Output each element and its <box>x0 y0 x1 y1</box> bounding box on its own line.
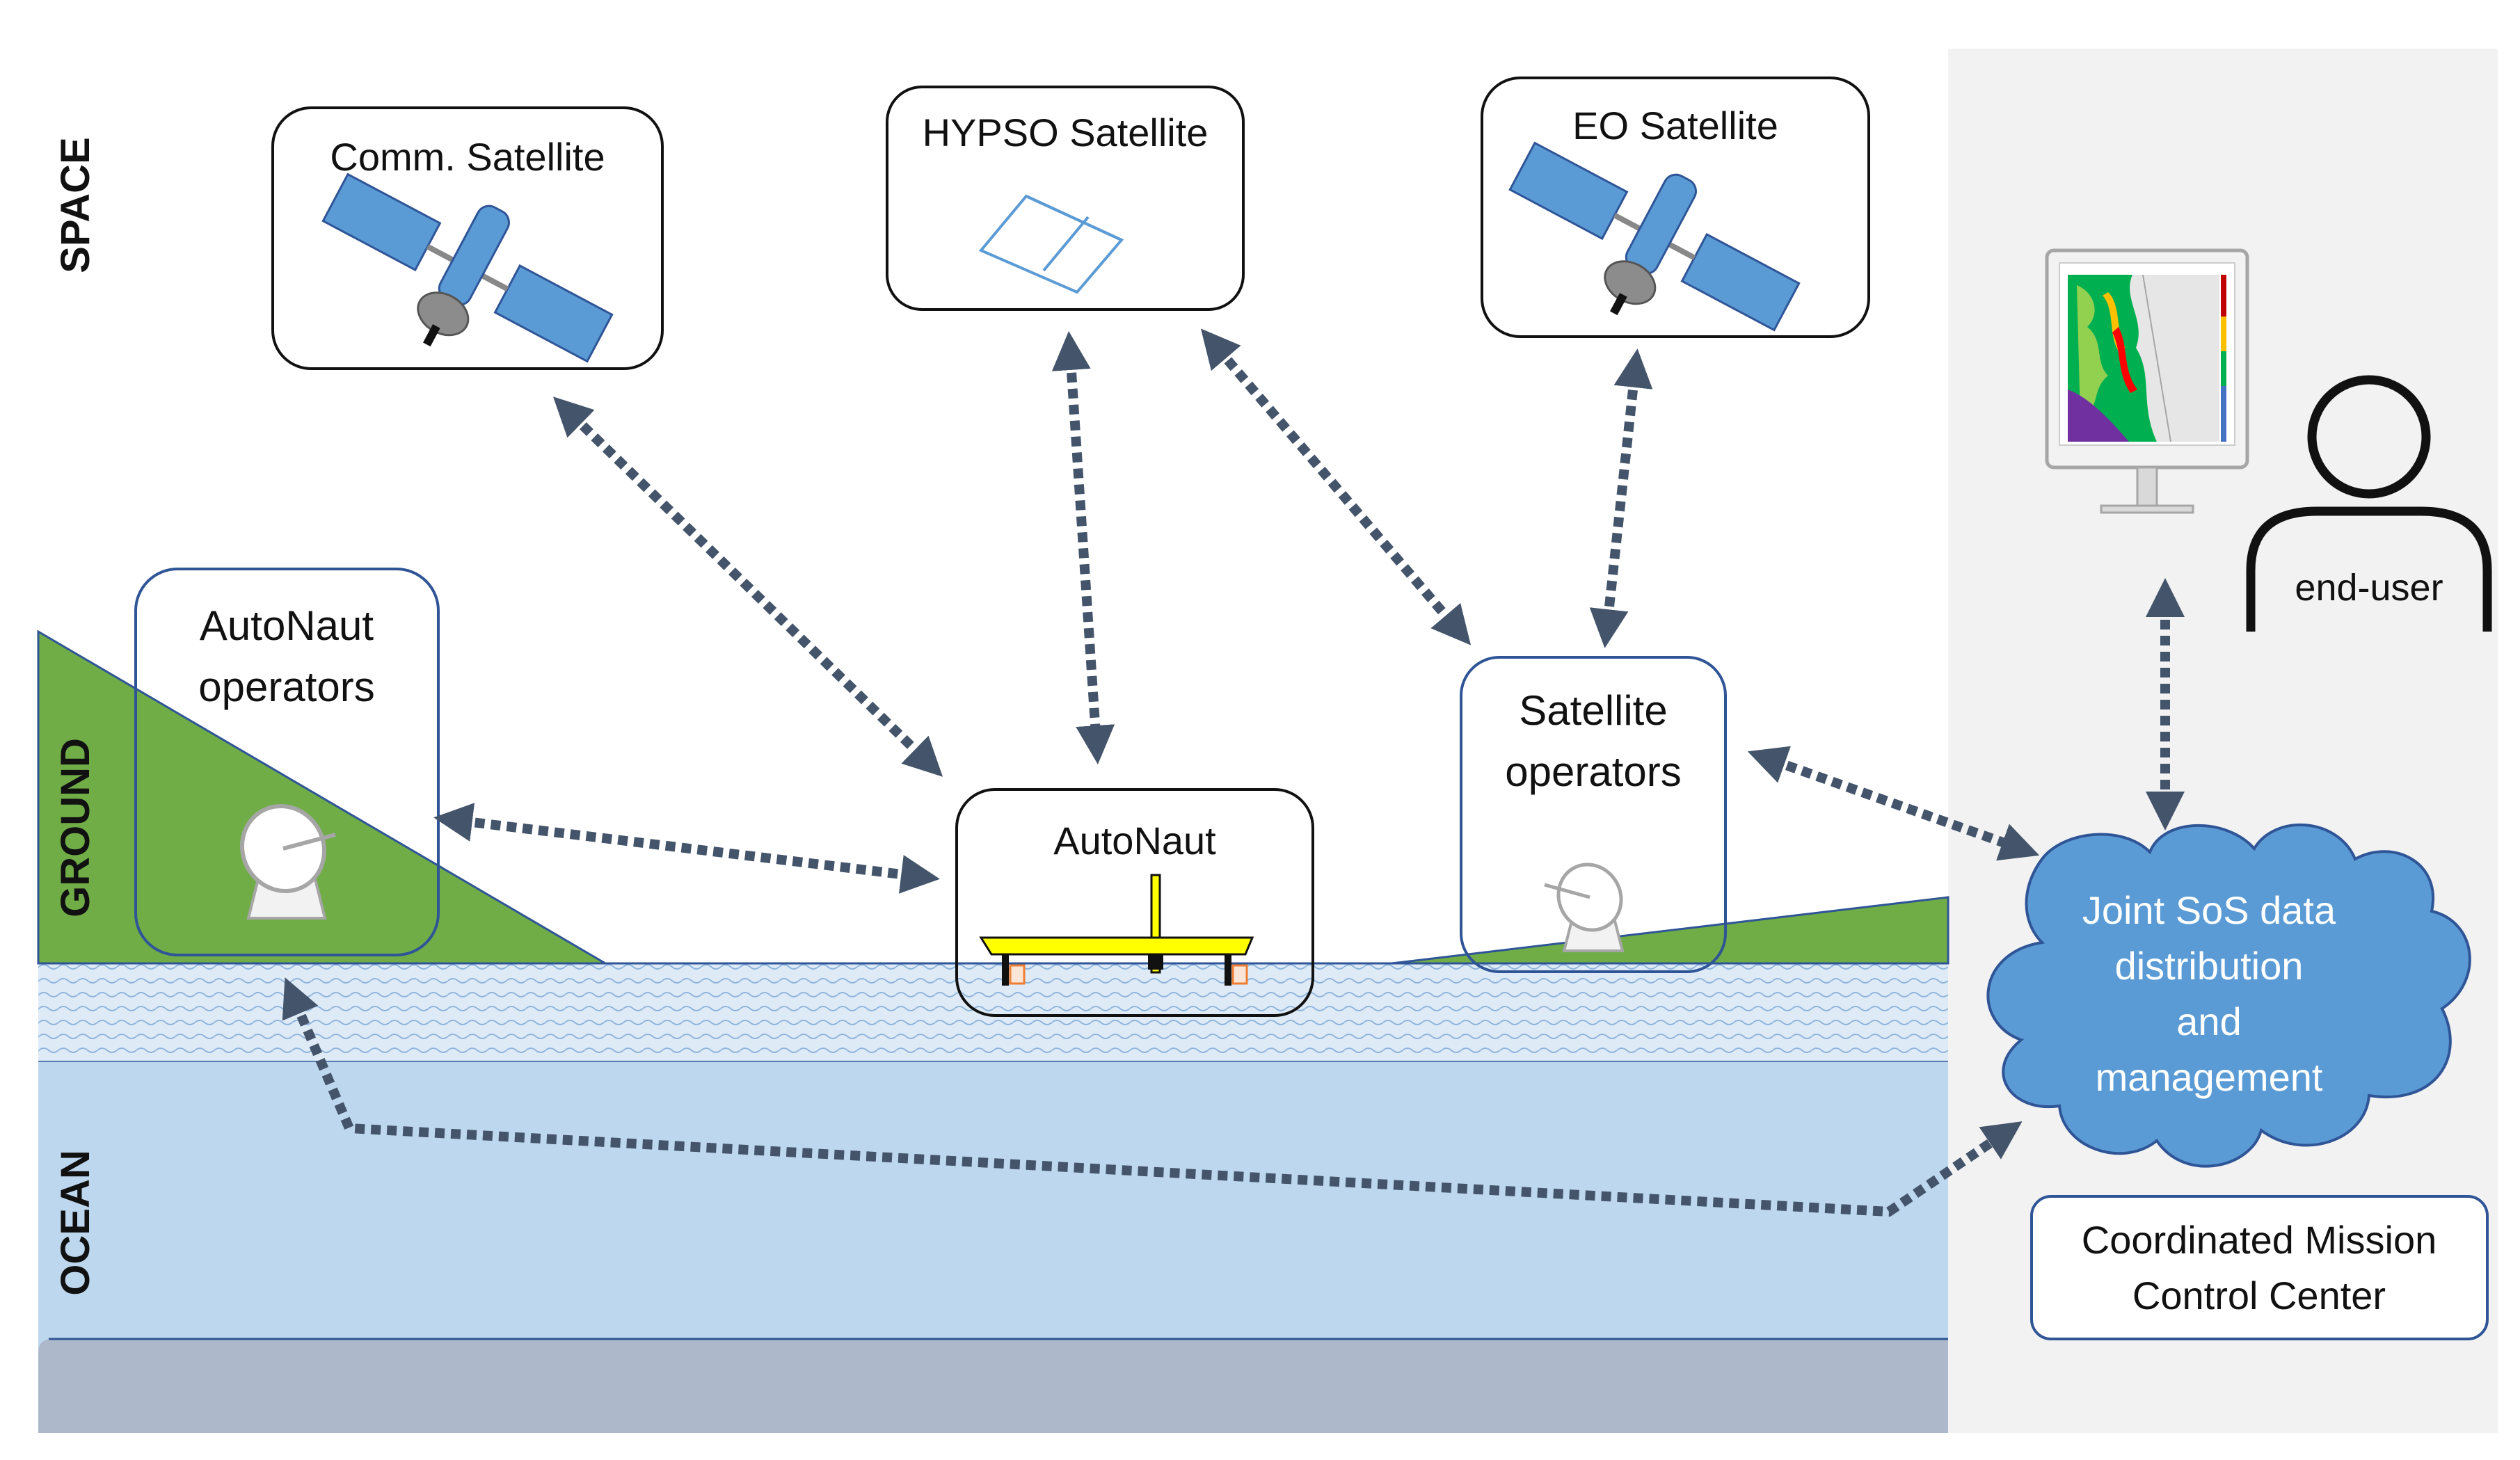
comm-satellite-node[interactable]: Comm. Satellite <box>271 106 664 415</box>
satellite-icon <box>321 173 614 363</box>
communication-links <box>282 328 2185 1217</box>
link-autonaut-operators-to-autonaut <box>433 803 940 894</box>
hypso-satellite-node[interactable]: HYPSO Satellite <box>886 86 1245 311</box>
autonaut-operators-line-1: AutoNaut <box>200 602 374 649</box>
satellite-operators-line-1: Satellite <box>1519 687 1667 734</box>
eo-satellite-node[interactable]: EO Satellite <box>1481 77 1870 383</box>
joint-sos-data-cloud[interactable]: Joint SoS data distribution and manageme… <box>1986 823 2471 1168</box>
ocean-layer <box>38 1061 1948 1353</box>
mission-control-center-node[interactable]: Coordinated Mission Control Center <box>2030 1195 2489 1340</box>
satellite-dish-icon <box>239 803 336 920</box>
cloud-line-2: distribution <box>2115 944 2304 988</box>
hypso-satellite-title: HYPSO Satellite <box>923 111 1209 154</box>
autonaut-operators-line-2: operators <box>198 664 374 710</box>
cloud-line-4: management <box>2096 1055 2323 1099</box>
autonaut-title: AutoNaut <box>1053 819 1216 863</box>
eo-satellite-title: EO Satellite <box>1572 104 1778 147</box>
cloud-line-1: Joint SoS data <box>2082 888 2336 932</box>
cubesat-icon <box>978 194 1124 294</box>
end-user-label: end-user <box>2295 567 2443 609</box>
link-hypso-to-autonaut <box>1051 331 1115 764</box>
satellite-dish-icon <box>1544 863 1625 952</box>
mission-center-line-1: Coordinated Mission <box>2082 1218 2437 1262</box>
link-comm-sat-to-autonaut <box>552 396 943 777</box>
link-eo-to-satellite-operators <box>1589 348 1653 648</box>
water-surface <box>38 963 1948 1061</box>
ground-hill-right <box>1391 896 1949 965</box>
satellite-operators-line-2: operators <box>1505 748 1681 795</box>
satellite-operators-node[interactable]: Satellite operators <box>1460 656 1727 973</box>
cloud-line-3: and <box>2176 1000 2241 1043</box>
space-label: SPACE <box>53 137 98 273</box>
comm-satellite-title: Comm. Satellite <box>330 135 605 179</box>
link-satellite-operators-to-cloud <box>1747 746 2040 861</box>
seabed <box>38 1339 1948 1433</box>
ground-label: GROUND <box>53 738 98 917</box>
satellite-icon <box>1508 141 1801 332</box>
user-icon: end-user <box>2246 375 2492 632</box>
monitor-icon <box>2045 248 2249 514</box>
link-hypso-to-satellite-operators <box>1200 328 1472 645</box>
ocean-label: OCEAN <box>53 1150 98 1295</box>
autonaut-operators-node[interactable]: AutoNaut operators <box>134 568 440 956</box>
mission-center-line-2: Control Center <box>2132 1274 2386 1317</box>
